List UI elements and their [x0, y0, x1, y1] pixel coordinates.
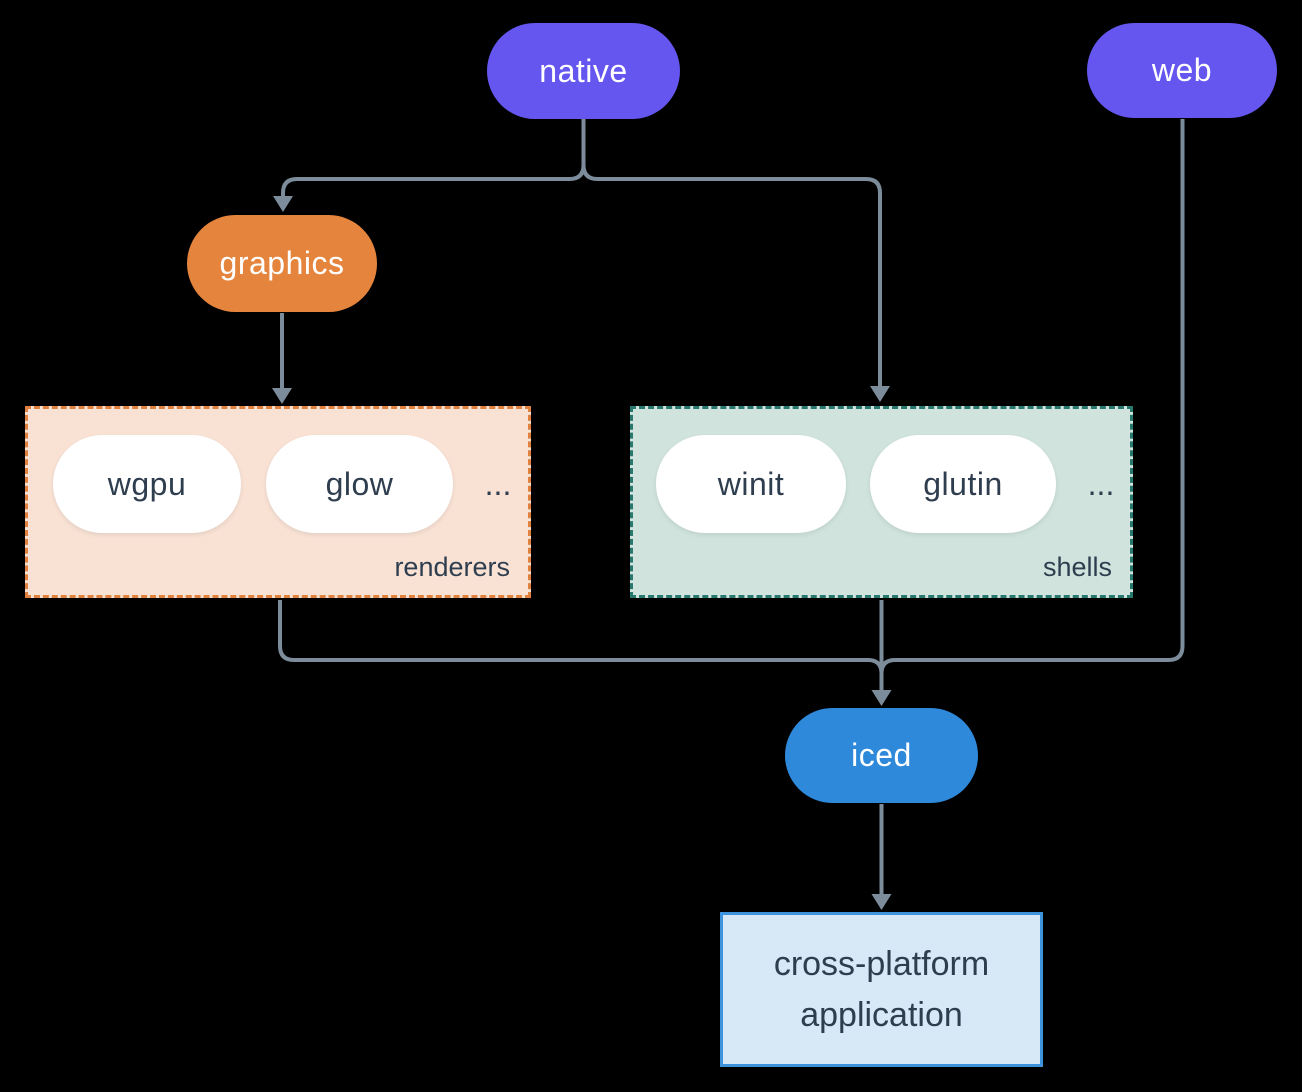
arrowhead-renderers [272, 388, 292, 404]
node-iced-label: iced [851, 737, 912, 773]
node-iced: iced [785, 708, 978, 803]
arrowhead-iced [871, 690, 892, 706]
group-renderers: wgpu glow ... renderers [25, 406, 531, 598]
edge-native-shells [581, 164, 882, 388]
arrowhead-application [871, 894, 892, 910]
node-native-label: native [539, 52, 628, 89]
node-application: cross-platform application [720, 912, 1043, 1067]
node-graphics-label: graphics [219, 245, 345, 281]
node-web: web [1087, 23, 1277, 118]
edge-renderers-iced [278, 600, 884, 674]
node-winit-label: winit [717, 465, 785, 502]
renderers-group-label: renderers [394, 552, 510, 582]
shells-ellipsis: ... [1087, 465, 1115, 502]
node-glow-label: glow [325, 465, 394, 502]
node-wgpu: wgpu [53, 435, 241, 533]
node-application-label: cross-platform application [773, 944, 990, 1034]
node-glutin-label: glutin [923, 465, 1003, 502]
arrowhead-shells [870, 386, 890, 402]
node-glutin: glutin [870, 435, 1056, 533]
renderers-ellipsis: ... [484, 465, 512, 502]
node-web-label: web [1151, 52, 1213, 88]
shells-group-label: shells [1042, 552, 1112, 582]
node-glow: glow [266, 435, 453, 533]
arrowhead-graphics [273, 196, 293, 212]
node-winit: winit [656, 435, 846, 533]
node-wgpu-label: wgpu [107, 465, 187, 502]
edge-native-graphics [281, 164, 586, 198]
group-shells: winit glutin ... shells [630, 406, 1133, 598]
node-graphics: graphics [187, 215, 377, 312]
node-native: native [487, 23, 680, 119]
